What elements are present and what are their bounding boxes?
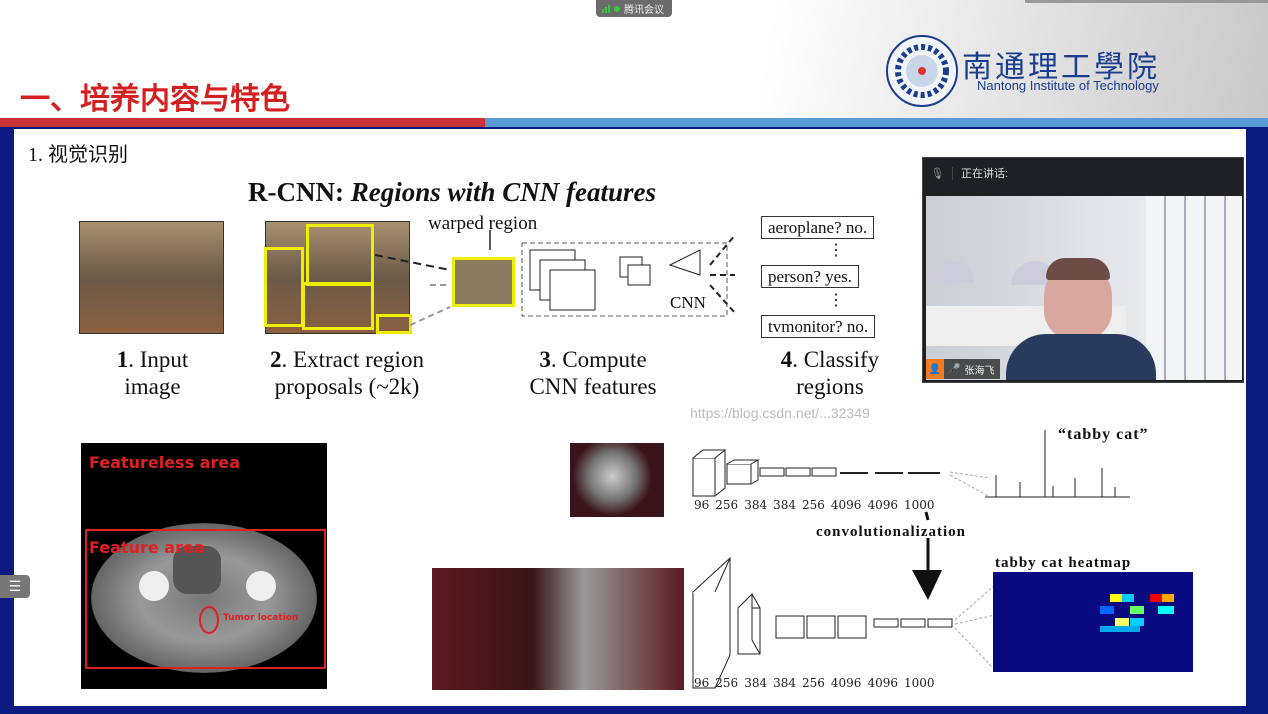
red-bar (0, 118, 485, 127)
warped-region-label: warped region (428, 213, 538, 234)
layer-label: 4096 (830, 498, 862, 512)
proposal-image (264, 221, 412, 334)
layer-label: 4096 (867, 498, 898, 512)
blue-bar (485, 118, 1268, 127)
rcnn-arrows (374, 230, 736, 326)
cat-image-top (570, 443, 664, 517)
status-dot-icon (614, 5, 620, 12)
class-tvmonitor: tvmonitor? no. (761, 315, 876, 338)
cat-dog-image (432, 568, 684, 690)
rcnn-title: R-CNN: Regions with CNN features (248, 177, 657, 207)
layer-label: 96 (694, 676, 710, 690)
watermark: https://blog.csdn.net/...32349 (690, 405, 870, 421)
ct-scan-image: Featureless area Feature area Tumor loca… (81, 443, 327, 689)
participant-video (926, 196, 1242, 380)
slide-title: 一、培养内容与特色 (20, 82, 290, 117)
speaking-label: 正在讲话: (961, 168, 1009, 180)
user-icon: 👤 (926, 359, 944, 379)
layer-label: 1000 (904, 498, 935, 512)
list-menu-button[interactable]: ☰ (0, 575, 30, 598)
layer-label: 256 (802, 498, 825, 512)
school-seal-icon (886, 35, 958, 107)
class-person: person? yes. (761, 265, 860, 288)
top-strip (1025, 0, 1268, 3)
tumor-label: Tumor location (223, 613, 299, 623)
cnn-label: CNN (670, 293, 706, 312)
feature-label: Feature area (89, 538, 205, 557)
featureless-label: Featureless area (89, 453, 240, 472)
tabby-label: “tabby cat” (1058, 426, 1149, 443)
participant-name: 张海飞 (964, 365, 995, 377)
layer-label: 384 (744, 676, 768, 690)
layer-label: 256 (715, 676, 739, 690)
video-header: 🎙 正在讲话: (923, 158, 1243, 188)
class-aeroplane: aeroplane? no. (761, 216, 875, 239)
signal-icon (602, 4, 610, 13)
meeting-app-name: 腾讯会议 (624, 5, 664, 16)
slide-header-bg (0, 0, 1268, 118)
layer-label: 384 (773, 676, 796, 690)
dots: ⋮ (828, 292, 844, 309)
list-icon: ☰ (8, 578, 22, 594)
section-subtitle: 1. 视觉识别 (28, 144, 128, 166)
mic-icon: 🎤 (948, 363, 961, 375)
participant-name-tag: 👤 🎤 张海飞 (926, 359, 1001, 379)
dots: ⋮ (828, 242, 844, 259)
layer-label: 1000 (904, 676, 935, 690)
fcn-bottom-layer-labels: 96 256 384 384 256 4096 4096 1000 (694, 676, 935, 690)
fcn-top-layer-labels: 96 256 384 384 256 4096 4096 1000 (694, 498, 935, 512)
layer-label: 256 (715, 498, 739, 512)
layer-label: 4096 (867, 676, 898, 690)
heatmap-label: tabby cat heatmap (995, 555, 1132, 571)
layer-label: 256 (802, 676, 825, 690)
layer-label: 384 (744, 498, 768, 512)
warped-region-image (452, 257, 515, 307)
convolutionalization-label: convolutionalization (816, 524, 967, 540)
input-image (79, 221, 224, 334)
layer-label: 96 (694, 498, 710, 512)
mic-icon: 🎙 (923, 166, 953, 180)
logo-cn: 南通理工學院 (962, 50, 1160, 85)
video-panel[interactable]: 🎙 正在讲话: 👤 🎤 张海飞 (922, 157, 1244, 383)
logo-en: Nantong Institute of Technology (977, 78, 1159, 93)
fcn-diagram (692, 430, 1193, 689)
layer-label: 4096 (830, 676, 862, 690)
meeting-tab[interactable]: 腾讯会议 (596, 0, 672, 17)
layer-label: 384 (773, 498, 796, 512)
